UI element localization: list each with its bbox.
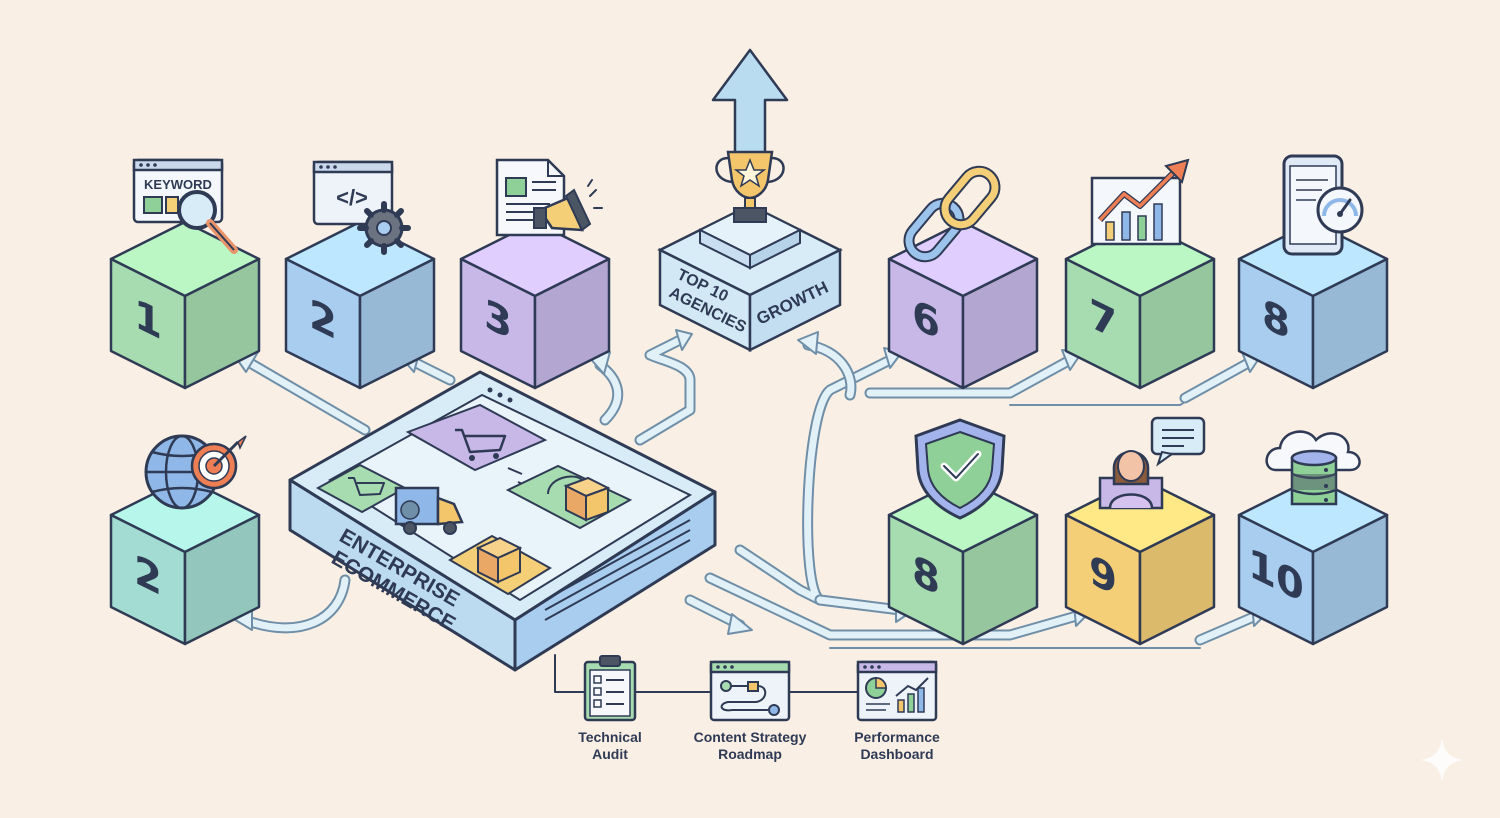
arrow-to-cube-8 [1009,351,1263,406]
content-roadmap-label-line2: Roadmap [718,746,782,762]
sparkle-icon [1420,738,1464,782]
growth-chart-icon [1090,158,1190,246]
cube-right-face [961,257,1039,390]
arrow-to-bottom-right [684,594,753,635]
shield-check-icon [914,418,1006,520]
cube-code-gear: 2 [284,220,436,390]
technical-audit-label-line2: Audit [592,746,628,762]
technical-audit-label-line1: Technical [578,729,642,745]
clipboard-checklist-icon [583,655,637,722]
cube-right-face [183,513,261,646]
dashboard-chart-icon [856,660,938,722]
cube-right-face [961,513,1039,646]
performance-dashboard-label-line2: Dashboard [860,746,933,762]
keyword-icon-text: KEYWORD [144,177,212,192]
performance-dashboard-label-line1: Performance [854,729,940,745]
globe-target-icon [144,434,247,510]
document-megaphone-icon [495,158,603,237]
center-pedestal: TOP 10 AGENCIES GROWTH [657,203,843,353]
svg-text:</>: </> [336,185,368,210]
link-chain-icon [903,165,1001,263]
connector-arrows [231,329,1271,693]
cube-keyword-search: 1 [109,220,261,390]
person-chat-icon [1098,416,1206,510]
cube-right-face [1311,513,1389,646]
cube-mobile-speed: 8 [1237,220,1389,390]
cube-link-chain: 6 [887,220,1039,390]
deliverable-content-roadmap: Content Strategy Roadmap [694,660,807,762]
delivery-truck-icon [394,486,464,535]
keyword-search-icon: KEYWORD [132,158,238,254]
arrow-to-cube-3 [587,351,624,426]
cube-document-megaphone: 3 [459,220,611,390]
deliverable-performance-dashboard: Performance Dashboard [854,660,940,762]
cube-right-face [1138,513,1216,646]
arrow-to-center [634,329,696,446]
roadmap-window-icon [709,660,791,722]
cloud-database-icon [1265,430,1361,506]
cube-right-face [358,257,436,390]
cube-cloud-database: 10 [1237,476,1389,646]
cube-right-face [533,257,611,390]
code-gear-icon: </> [312,160,411,255]
cube-right-face [1311,257,1389,390]
arrow-up-to-center-right [797,331,857,401]
cube-growth-chart: 7 [1064,220,1216,390]
package-icon [475,536,523,584]
arrow-loop-right [734,347,903,606]
cube-right-face [1138,257,1216,390]
cube-right-face [183,257,261,390]
arrow-to-cube-7 [864,349,1083,399]
cube-person-chat: 9 [1064,476,1216,646]
trophy-icon [715,150,785,223]
box-icon [547,475,611,522]
enterprise-ecommerce-hub: ENTERPRISE ECOMMERCE [288,370,717,672]
cube-shield-check: 8 [887,476,1039,646]
content-roadmap-label-line1: Content Strategy [694,729,807,745]
mobile-speed-icon [1282,154,1364,256]
cube-globe-target: 2 [109,476,261,646]
deliverable-technical-audit: Technical Audit [578,655,642,762]
